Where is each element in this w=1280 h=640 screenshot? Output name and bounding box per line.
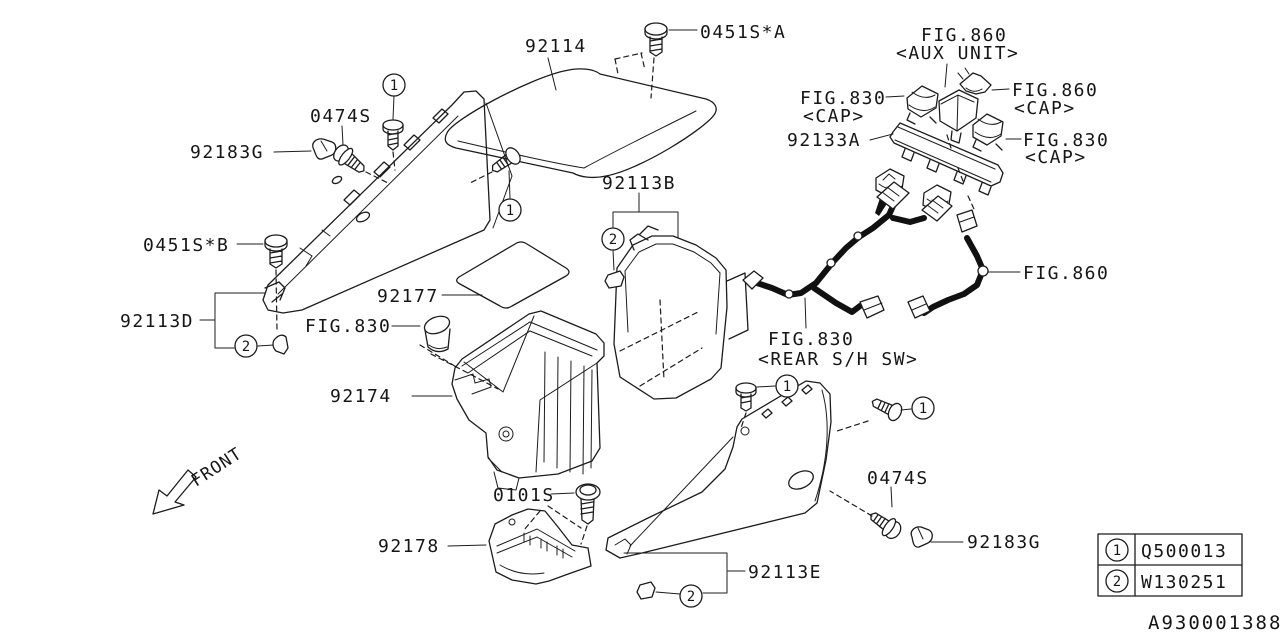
leader-fig830-cap-left [885, 95, 905, 98]
label-fig830-cap-right-1: FIG.830 [1023, 130, 1109, 151]
clip-92183g-left [312, 138, 337, 160]
label-0451s-b: 0451S*B [143, 235, 229, 256]
leader-fig860-aux [944, 63, 948, 88]
label-fig830-knob: FIG.830 [305, 316, 391, 337]
label-fig830-cap-left-2: <CAP> [803, 106, 865, 127]
part-harness-rear-sh-sw [742, 173, 953, 319]
leader-92133a [869, 133, 894, 141]
label-fig830-rear-2: <REAR S/H SW> [758, 349, 918, 370]
leader-92183g-left [273, 150, 312, 153]
clip-92183g-right [910, 526, 933, 548]
legend-code-1: Q500013 [1141, 541, 1227, 562]
svg-text:2: 2 [687, 589, 695, 605]
leader-0474s-right [890, 486, 893, 508]
label-fig860-cap-1: FIG.860 [1012, 80, 1098, 101]
label-92177: 92177 [377, 286, 439, 307]
bracket-92113e: 2 [623, 552, 746, 608]
label-0474s-right: 0474S [867, 468, 929, 489]
part-pocket-92113b [613, 225, 749, 400]
label-92113b: 92113B [602, 173, 676, 194]
svg-text:1: 1 [783, 379, 791, 395]
svg-text:1: 1 [390, 78, 398, 94]
label-0451s-a: 0451S*A [700, 22, 786, 43]
leader-0474s-left [341, 125, 344, 146]
bracket-92113d: 2 [199, 292, 289, 358]
label-92183g-right: 92183G [967, 532, 1041, 553]
leader-0101s [550, 492, 575, 495]
leader-92114 [547, 57, 557, 91]
label-fig830-rear-1: FIG.830 [768, 329, 854, 350]
part-cap-fig830-right [972, 113, 1004, 152]
part-mat-92177 [456, 241, 570, 309]
legend-num-2: 2 [1113, 574, 1121, 590]
label-fig860-aux-1: FIG.860 [921, 25, 1007, 46]
part-switch-panel-92133a [889, 122, 1004, 196]
label-fig830-cap-left-1: FIG.830 [800, 88, 886, 109]
screw-0474s-left [333, 144, 365, 173]
part-panel-92113d [262, 90, 513, 314]
bracket-92113b: 2 [601, 192, 679, 289]
part-console-92174 [451, 310, 605, 491]
front-arrow: FRONT [152, 444, 246, 515]
label-92113e: 92113E [748, 562, 822, 583]
front-label: FRONT [188, 444, 246, 491]
label-92183g-left: 92183G [190, 142, 264, 163]
part-aux-unit [938, 89, 979, 144]
leader-fig860-cap [991, 88, 1010, 91]
part-panel-92113e [605, 380, 832, 559]
label-92114: 92114 [525, 36, 587, 57]
legend-code-2: W130251 [1141, 572, 1227, 593]
callout-1-b: 1 [469, 147, 522, 222]
label-92113d: 92113D [120, 311, 194, 332]
screw-0474s-right [829, 490, 902, 540]
drawing-number: A930001388 [1148, 612, 1280, 634]
label-fig860-cap-2: <CAP> [1014, 98, 1076, 119]
bolt-0101s [575, 483, 601, 545]
assembly-dash-aux [946, 134, 975, 210]
svg-text:1: 1 [506, 203, 514, 219]
part-cap-fig830-left [906, 85, 939, 125]
callout-1-c: 1 [735, 374, 799, 429]
callout-1-a: 1 [382, 73, 406, 171]
callout-1-d: 1 [833, 396, 935, 433]
label-fig830-cap-right-2: <CAP> [1025, 147, 1087, 168]
screw-0451s-a [644, 22, 698, 57]
part-cap-fig860 [957, 67, 992, 95]
leader-92178 [447, 544, 487, 547]
part-armrest-lid [444, 52, 717, 179]
label-92178: 92178 [378, 536, 440, 557]
label-fig860-harness: FIG.860 [1023, 263, 1109, 284]
label-92133a: 92133A [787, 130, 861, 151]
legend-table: 1 Q500013 2 W130251 [1097, 533, 1243, 597]
svg-text:2: 2 [609, 232, 617, 248]
svg-text:1: 1 [919, 401, 927, 417]
label-0474s-left: 0474S [310, 106, 372, 127]
legend-num-1: 1 [1113, 543, 1121, 559]
label-0101s: 0101S [493, 485, 555, 506]
part-fig830-knob [419, 315, 499, 390]
svg-text:2: 2 [242, 339, 250, 355]
leader-fig830-rear [804, 297, 807, 329]
label-92174: 92174 [330, 386, 392, 407]
part-harness-fig860 [907, 209, 989, 319]
part-bracket-92178 [488, 505, 592, 585]
screw-0451s-b [264, 234, 288, 331]
label-fig860-aux-2: <AUX UNIT> [896, 43, 1019, 64]
